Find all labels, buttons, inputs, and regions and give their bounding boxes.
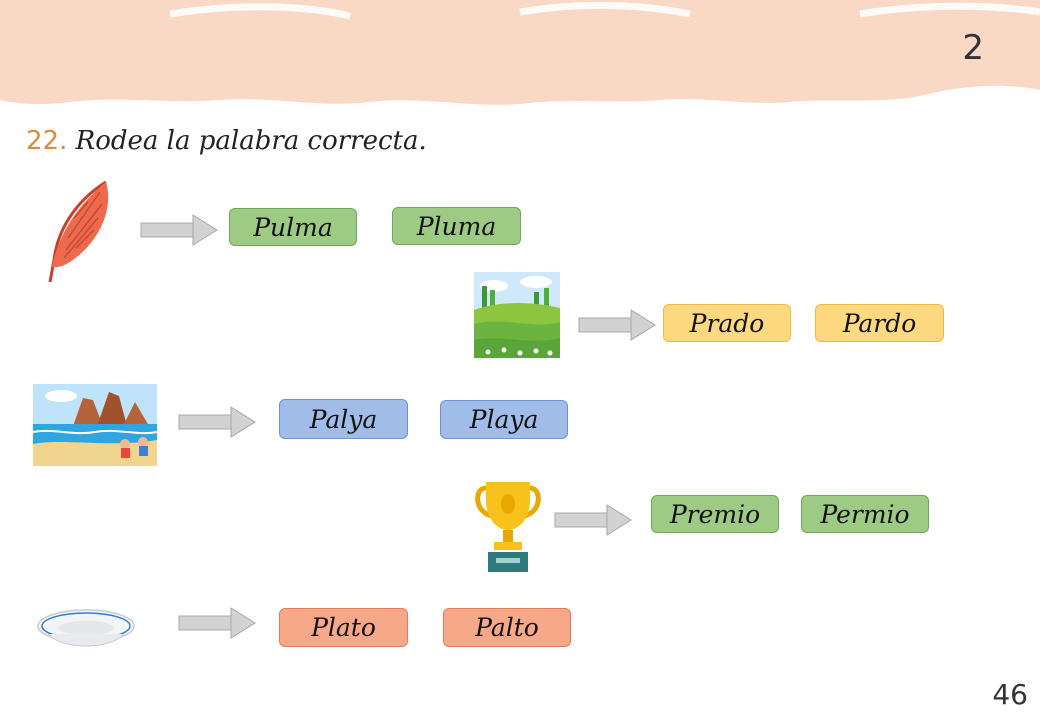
arrow-icon [178, 607, 256, 639]
word-option-prado[interactable]: Prado [663, 304, 791, 342]
unit-number: 2 [962, 28, 984, 68]
word-option-pulma[interactable]: Pulma [229, 208, 357, 246]
word-option-premio[interactable]: Premio [651, 495, 779, 533]
word-option-palto[interactable]: Palto [443, 608, 571, 647]
arrow-icon [178, 406, 256, 438]
arrow-icon [554, 504, 632, 536]
exercise-title: 22. Rodea la palabra correcta. [26, 126, 427, 156]
beach-image [33, 384, 157, 466]
word-option-pluma[interactable]: Pluma [392, 207, 521, 245]
word-option-permio[interactable]: Permio [801, 495, 929, 533]
exercise-number: 22. [26, 126, 68, 156]
word-option-palya[interactable]: Palya [279, 399, 408, 439]
feather-icon [48, 180, 109, 283]
arrow-icon [140, 214, 218, 246]
arrow-icon [578, 309, 656, 341]
plate-icon [37, 609, 135, 647]
word-option-playa[interactable]: Playa [440, 400, 568, 439]
page-number: 46 [992, 678, 1028, 711]
exercise-instruction: Rodea la palabra correcta. [75, 126, 427, 156]
trophy-icon [475, 482, 541, 572]
header-banner [0, 0, 1040, 105]
word-option-pardo[interactable]: Pardo [815, 304, 944, 342]
meadow-image [474, 272, 560, 358]
word-option-plato[interactable]: Plato [279, 608, 408, 647]
